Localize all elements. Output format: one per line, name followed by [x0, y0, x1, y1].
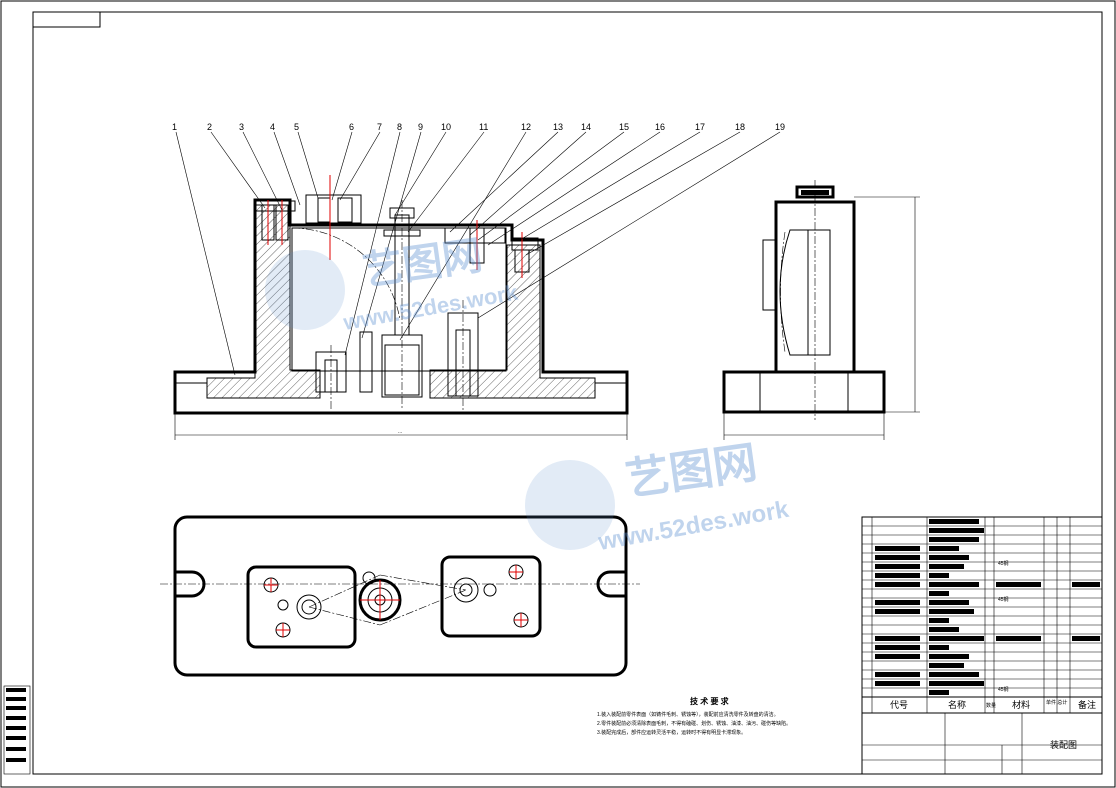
front-section-view: ...	[173, 131, 781, 440]
part-label: 9	[418, 122, 423, 132]
part-label: 5	[294, 122, 299, 132]
watermark-brand: 艺图网	[360, 234, 485, 294]
col-note: 备注	[1078, 699, 1096, 710]
part-label: 14	[581, 122, 591, 132]
bom-material: 45钢	[998, 686, 1009, 693]
tech-req-line: 3.装配完成后，部件应运转灵活平稳，运转时不得有明显卡滞现象。	[597, 729, 746, 736]
col-material: 材料	[1012, 699, 1030, 710]
tech-req-line: 2.零件装配前必须清除表面毛刺，不得有磕碰、划伤、锈蚀、油漆、油污、碰伤等缺陷。	[597, 720, 791, 727]
part-label: 17	[695, 122, 705, 132]
col-qty: 数量	[986, 702, 996, 709]
part-labels: 1 2 3 4 5 6 7 8 9 10 11 12 13 14 15 16 1…	[172, 122, 785, 132]
part-label: 18	[735, 122, 745, 132]
bom-material: 45钢	[998, 596, 1009, 603]
drawing-name: 装配图	[1050, 739, 1077, 750]
part-label: 12	[521, 122, 531, 132]
part-label: 16	[655, 122, 665, 132]
col-weight: 单件 总计	[1046, 699, 1067, 706]
tech-req-title: 技 术 要 求	[690, 696, 730, 706]
title-block: 45钢 45钢 45钢 代号 名称 数量 材料 单件 总计 备注 装配图	[861, 516, 1103, 775]
part-label: 2	[207, 122, 212, 132]
watermark-lower: 艺图网 www.52des.work	[525, 438, 791, 556]
side-view	[722, 180, 920, 440]
margin-stamp	[3, 685, 31, 775]
part-label: 6	[349, 122, 354, 132]
part-label: 19	[775, 122, 785, 132]
technical-requirements: 技 术 要 求 1.装入装配前零件表面（如铸件毛刺、锈蚀等），装配前应清洗零件及…	[597, 696, 791, 736]
part-label: 8	[397, 122, 402, 132]
part-label: 15	[619, 122, 629, 132]
col-name: 名称	[948, 699, 966, 710]
part-label: 10	[441, 122, 451, 132]
svg-text:...: ...	[398, 429, 402, 435]
part-label: 3	[239, 122, 244, 132]
watermark-upper: 艺图网 www.52des.work	[265, 234, 520, 335]
col-code: 代号	[890, 700, 908, 710]
part-label: 7	[377, 122, 382, 132]
part-label: 4	[270, 122, 275, 132]
top-view	[160, 515, 640, 677]
bom-material: 45钢	[998, 560, 1009, 567]
sheet-frame	[32, 11, 1103, 775]
bom-fill	[875, 519, 1100, 695]
drawing-number-box	[32, 11, 101, 28]
part-label: 13	[553, 122, 563, 132]
part-label: 11	[479, 122, 488, 132]
watermark-url: www.52des.work	[595, 496, 791, 556]
tech-req-line: 1.装入装配前零件表面（如铸件毛刺、锈蚀等），装配前应清洗零件及转盘的清洁。	[597, 711, 779, 718]
part-label: 1	[172, 122, 177, 132]
leader-lines	[175, 131, 781, 376]
watermark-brand: 艺图网	[623, 438, 761, 505]
